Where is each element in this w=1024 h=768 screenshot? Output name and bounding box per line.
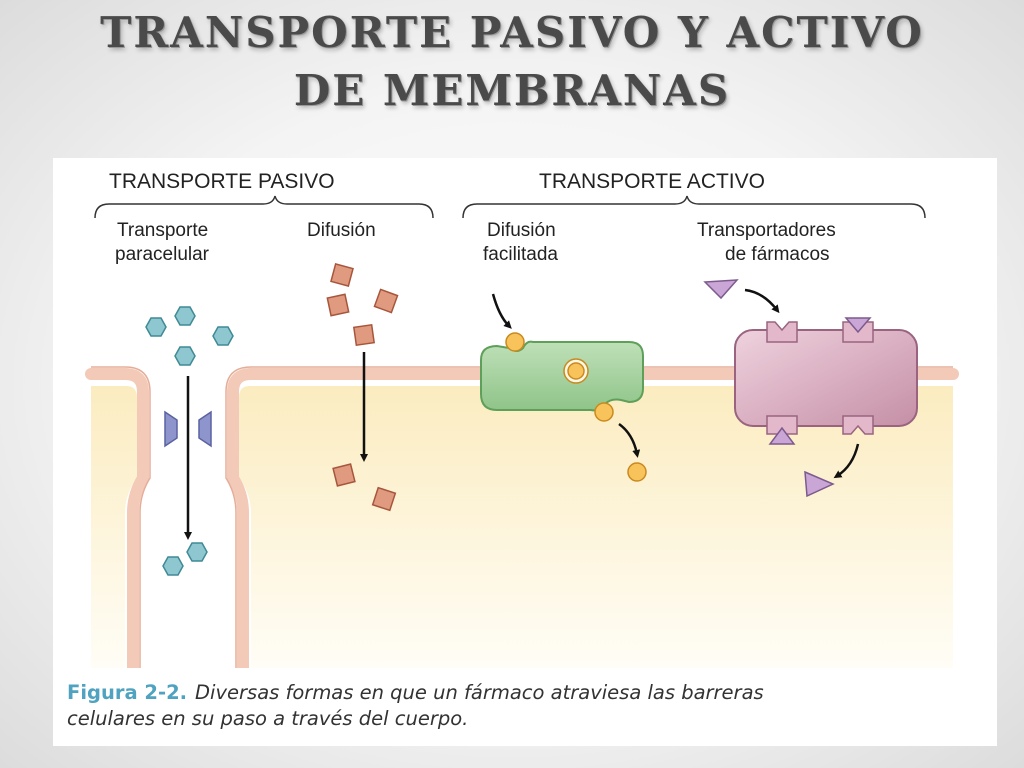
- figure-label: Figura 2-2.: [67, 681, 188, 704]
- mechanism-labels: Transporte paracelular Difusión Difusión…: [115, 220, 836, 265]
- passive-header: TRANSPORTE PASIVO: [109, 170, 335, 193]
- cell-layer: [85, 366, 959, 668]
- right-cell: [239, 386, 953, 668]
- active-header: TRANSPORTE ACTIVO: [539, 170, 765, 193]
- hexagon-molecule: [186, 542, 208, 562]
- drug-transporters: [703, 279, 918, 498]
- drug-transporter: [734, 329, 918, 427]
- figure-caption: Figura 2-2. Diversas formas en que un fár…: [67, 680, 983, 732]
- membrane-right-edge: [225, 366, 953, 668]
- paracellular-transport: [145, 306, 234, 576]
- slide-title-line2: DE MEMBRANAS: [293, 66, 731, 115]
- membrane-left-edge: [91, 366, 151, 668]
- label-paracellular-2: paracelular: [115, 244, 210, 265]
- membrane-right: [227, 368, 959, 668]
- membrane-left: [85, 368, 149, 668]
- passive-brace: [94, 195, 434, 219]
- triangle-molecule: [844, 317, 872, 334]
- circle-molecule: [505, 332, 525, 352]
- hexagon-molecule: [145, 317, 167, 337]
- label-paracellular-1: Transporte: [117, 220, 208, 241]
- circle-molecule: [627, 462, 647, 482]
- label-facilitated-2: facilitada: [483, 244, 558, 265]
- binding-site-top-left: [766, 321, 798, 343]
- active-brace: [462, 195, 926, 219]
- label-carriers-1: Transportadores: [697, 220, 836, 241]
- slide-title: TRANSPORTE PASIVO Y ACTIVO DE MEMBRANAS: [0, 4, 1024, 120]
- label-carriers-2: de fármacos: [725, 244, 830, 265]
- membrane-transport-diagram: TRANSPORTE PASIVO TRANSPORTE ACTIVO Tran…: [85, 170, 959, 668]
- square-molecule: [326, 293, 350, 317]
- figure-panel: TRANSPORTE PASIVO TRANSPORTE ACTIVO Tran…: [53, 158, 997, 746]
- square-molecule: [373, 288, 399, 314]
- square-molecule: [352, 323, 376, 347]
- binding-site-bottom-left: [766, 415, 798, 435]
- transporter-arrow-out: [833, 443, 860, 479]
- slide-title-line1: TRANSPORTE PASIVO Y ACTIVO: [100, 8, 924, 57]
- facilitated-arrow-in: [491, 293, 512, 329]
- square-molecule: [332, 463, 356, 487]
- circle-molecule: [567, 362, 585, 380]
- binding-site-bottom-right: [842, 415, 874, 435]
- caption-text-line2: celulares en su paso a través del cuerpo…: [67, 707, 469, 730]
- section-headers: TRANSPORTE PASIVO TRANSPORTE ACTIVO: [94, 170, 926, 219]
- square-molecule: [330, 263, 354, 287]
- left-cell: [91, 386, 137, 668]
- facilitated-diffusion: [480, 293, 647, 482]
- simple-diffusion: [326, 263, 399, 512]
- transporter-arrow-in: [744, 288, 780, 314]
- caption-line1: Figura 2-2. Diversas formas en que un fár…: [67, 680, 983, 706]
- label-facilitated-1: Difusión: [487, 220, 556, 241]
- facilitated-carrier: [480, 340, 644, 412]
- hexagon-molecule: [174, 346, 196, 366]
- facilitated-arrow-out: [618, 422, 641, 458]
- hexagon-molecule: [162, 556, 184, 576]
- hexagon-molecule: [174, 306, 196, 326]
- label-diffusion: Difusión: [307, 220, 376, 241]
- hexagon-molecule: [212, 326, 234, 346]
- tight-junction-channel: [164, 410, 212, 448]
- triangle-molecule: [768, 426, 796, 445]
- triangle-molecule: [703, 279, 739, 300]
- circle-molecule: [594, 402, 614, 422]
- square-molecule: [371, 486, 397, 512]
- triangle-molecule: [804, 470, 835, 498]
- caption-text-line1: Diversas formas en que un fármaco atravi…: [195, 681, 764, 704]
